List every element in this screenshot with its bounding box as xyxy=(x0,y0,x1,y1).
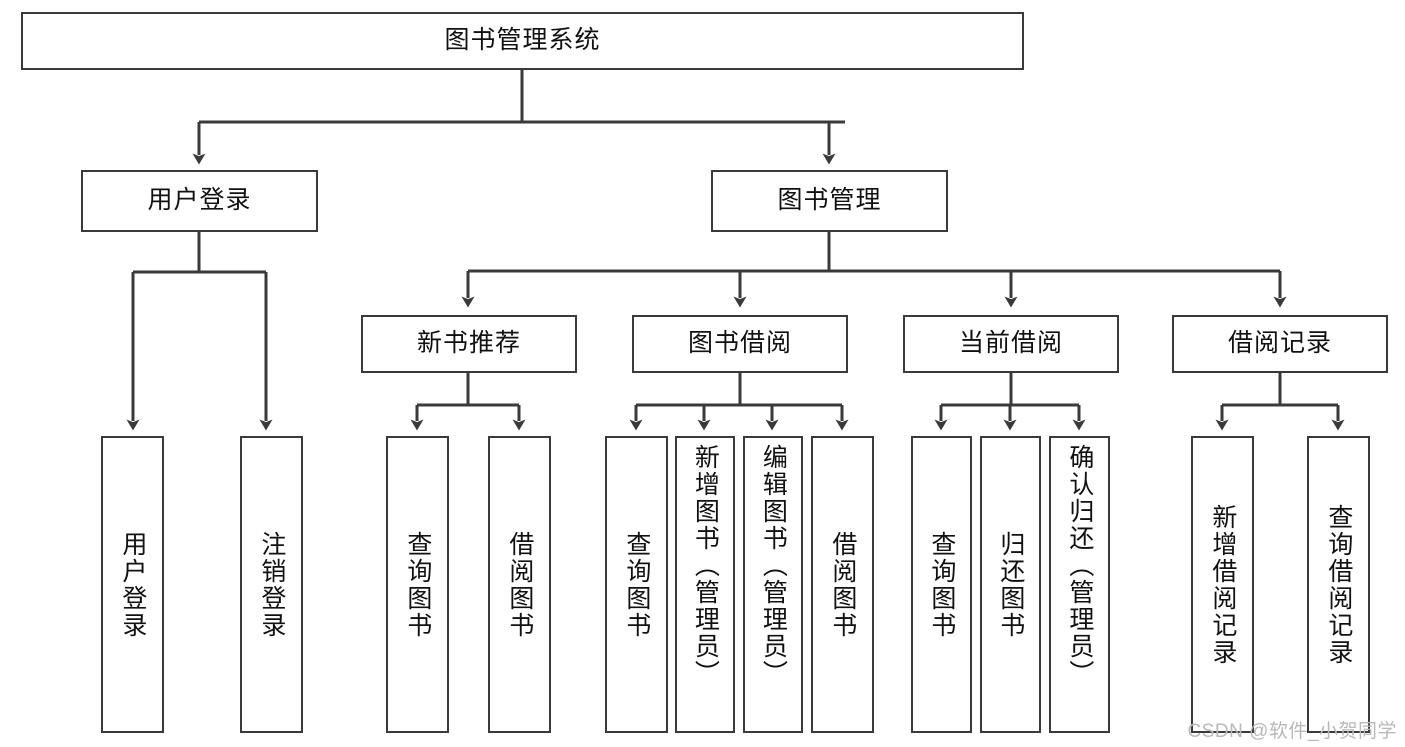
node-leaf-logout-login-label: 注销登录 xyxy=(257,530,286,639)
node-current-borrow[interactable]: 当前借阅 xyxy=(903,315,1119,373)
node-root-label: 图书管理系统 xyxy=(444,26,601,55)
node-book-borrow[interactable]: 图书借阅 xyxy=(632,315,848,373)
node-leaf-user-login-label: 用户登录 xyxy=(118,530,147,639)
node-leaf-borrow-book-2-label: 借阅图书 xyxy=(828,530,857,639)
node-book-borrow-label: 图书借阅 xyxy=(687,329,792,358)
node-user-login-label: 用户登录 xyxy=(147,186,252,215)
node-new-book-recommend[interactable]: 新书推荐 xyxy=(361,315,577,373)
node-root[interactable]: 图书管理系统 xyxy=(21,12,1024,70)
node-leaf-add-book-label: 新增图书（管理员） xyxy=(691,444,720,687)
node-user-login[interactable]: 用户登录 xyxy=(81,170,318,232)
node-leaf-return-book-label: 归还图书 xyxy=(996,530,1025,639)
node-leaf-query-book-3[interactable]: 查询图书 xyxy=(911,436,972,733)
node-leaf-add-record[interactable]: 新增借阅记录 xyxy=(1191,436,1254,733)
node-leaf-query-record-label: 查询借阅记录 xyxy=(1324,503,1353,666)
node-leaf-query-book-1-label: 查询图书 xyxy=(403,530,432,639)
node-leaf-borrow-book-1[interactable]: 借阅图书 xyxy=(488,436,551,733)
node-leaf-borrow-book-2[interactable]: 借阅图书 xyxy=(811,436,874,733)
node-leaf-user-login[interactable]: 用户登录 xyxy=(101,436,164,733)
watermark-text: CSDN @软件_小贺同学 xyxy=(1187,721,1397,742)
node-book-management[interactable]: 图书管理 xyxy=(711,170,948,232)
node-leaf-confirm-return[interactable]: 确认归还（管理员） xyxy=(1049,436,1110,733)
node-new-book-recommend-label: 新书推荐 xyxy=(416,329,521,358)
node-leaf-edit-book-label: 编辑图书（管理员） xyxy=(759,444,788,687)
node-current-borrow-label: 当前借阅 xyxy=(958,329,1063,358)
node-leaf-edit-book[interactable]: 编辑图书（管理员） xyxy=(743,436,803,733)
node-borrow-record[interactable]: 借阅记录 xyxy=(1172,315,1388,373)
node-leaf-query-book-3-label: 查询图书 xyxy=(927,530,956,639)
node-borrow-record-label: 借阅记录 xyxy=(1227,329,1332,358)
node-leaf-borrow-book-1-label: 借阅图书 xyxy=(505,530,534,639)
node-leaf-query-book-2-label: 查询图书 xyxy=(622,530,651,639)
node-leaf-add-record-label: 新增借阅记录 xyxy=(1208,503,1237,666)
node-leaf-return-book[interactable]: 归还图书 xyxy=(980,436,1041,733)
node-leaf-query-record[interactable]: 查询借阅记录 xyxy=(1307,436,1370,733)
node-leaf-add-book[interactable]: 新增图书（管理员） xyxy=(675,436,735,733)
node-leaf-logout-login[interactable]: 注销登录 xyxy=(240,436,303,733)
node-leaf-query-book-1[interactable]: 查询图书 xyxy=(386,436,449,733)
node-leaf-query-book-2[interactable]: 查询图书 xyxy=(605,436,668,733)
node-book-management-label: 图书管理 xyxy=(777,186,882,215)
node-leaf-confirm-return-label: 确认归还（管理员） xyxy=(1065,444,1094,687)
